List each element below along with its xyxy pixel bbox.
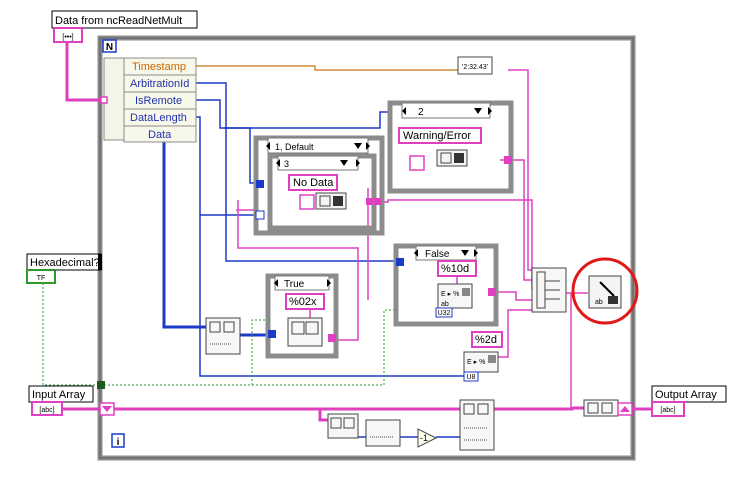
hex-format-constant[interactable]: %02x (285, 293, 325, 310)
format-into-string-length[interactable]: E ▸ % (463, 351, 499, 373)
input-array-label: Input Array (32, 389, 86, 401)
selector-terminal-outer (256, 180, 264, 188)
u8-tag: U8 (463, 371, 479, 382)
u32-tag: U32 (435, 307, 453, 318)
field-data: Data (148, 129, 172, 141)
svg-text:U32: U32 (438, 310, 451, 317)
input-cluster-control[interactable]: Data from ncReadNetMult [•••] (51, 10, 198, 43)
svg-text:E ▸ %: E ▸ % (467, 359, 485, 366)
cluster-icon: [•••] (62, 34, 73, 41)
case-tunnel-right-1 (366, 198, 373, 205)
output-array-label: Output Array (655, 389, 717, 401)
remote-tunnel-out (488, 288, 496, 296)
hex-tunnel-in (268, 330, 276, 338)
decrement-node[interactable]: -1 (417, 428, 438, 448)
shift-register-right[interactable] (617, 402, 633, 416)
svg-text:ab: ab (595, 299, 603, 306)
field-datalength: DataLength (130, 112, 187, 124)
timestamp-format-constant[interactable]: '2:32.43' (457, 56, 493, 75)
svg-text:-1: -1 (420, 433, 428, 443)
case-tunnel-right-2 (374, 198, 381, 205)
index-node-bottom[interactable] (365, 419, 401, 447)
case-tunnel-left (255, 210, 265, 220)
svg-text:i: i (117, 437, 120, 448)
case-selector-right: 2 (418, 107, 424, 118)
svg-text:%10d: %10d (441, 263, 469, 275)
svg-text:N: N (106, 42, 113, 53)
concat-strings-node[interactable] (299, 192, 347, 210)
svg-text:%02x: %02x (289, 296, 317, 308)
insert-array-node[interactable] (583, 399, 619, 417)
no-data-constant[interactable]: No Data (288, 174, 338, 191)
field-arbitrationid: ArbitrationId (130, 78, 189, 90)
field-timestamp: Timestamp (132, 61, 186, 73)
case-structure-hex[interactable]: True (265, 273, 339, 359)
remote-format-constant[interactable]: %10d (437, 260, 477, 277)
array-size-node[interactable] (327, 413, 359, 439)
concat-strings-node-2[interactable] (409, 149, 468, 171)
hexadecimal-label: Hexadecimal? (30, 257, 100, 269)
output-array-indicator[interactable]: Output Array [abc] (651, 385, 727, 417)
boolean-tunnel (97, 381, 105, 389)
shift-register-left[interactable] (99, 402, 115, 416)
svg-text:No Data: No Data (293, 177, 334, 189)
svg-text:Warning/Error: Warning/Error (403, 130, 471, 142)
case-selector-outer: 1, Default (275, 142, 314, 152)
boolean-icon: TF (37, 275, 46, 282)
for-loop[interactable] (97, 35, 636, 461)
case-selector-hex: True (284, 279, 305, 290)
case-structure-right[interactable]: 2 (387, 100, 514, 194)
field-isremote: IsRemote (135, 95, 182, 107)
input-cluster-label: Data from ncReadNetMult (55, 15, 182, 27)
case-selector-inner: 3 (284, 159, 289, 169)
warning-error-constant[interactable]: Warning/Error (398, 127, 482, 144)
svg-text:U8: U8 (467, 374, 476, 381)
hex-tunnel-out (328, 334, 336, 342)
highlighted-subvi[interactable]: ab (571, 257, 639, 325)
build-array-node[interactable] (531, 267, 567, 313)
remote-selector-terminal (396, 258, 404, 266)
input-array-control[interactable]: Input Array [abc] (28, 385, 94, 416)
loop-iteration-terminal[interactable]: i (111, 433, 125, 448)
string-array-icon: [abc] (39, 407, 54, 414)
svg-text:'2:32.43': '2:32.43' (462, 64, 488, 71)
length-format-constant[interactable]: %2d (471, 331, 503, 348)
svg-text:ab: ab (441, 301, 449, 308)
hexadecimal-control[interactable]: Hexadecimal? TF (26, 253, 102, 284)
replace-subset-node[interactable] (459, 399, 495, 451)
format-into-string-remote[interactable]: E ▸ % ab (437, 283, 473, 309)
case-structure-remote[interactable]: False (393, 243, 499, 327)
svg-text:%2d: %2d (475, 334, 497, 346)
case-selector-remote: False (425, 249, 450, 260)
right-case-tunnel (504, 156, 512, 164)
unbundle-by-name[interactable]: Timestamp ArbitrationId IsRemote DataLen… (100, 57, 197, 143)
loop-count-terminal[interactable]: N (102, 39, 117, 53)
string-array-indicator-icon: [abc] (660, 407, 675, 414)
case-structure-inner[interactable]: 3 (267, 153, 377, 231)
svg-text:E ▸ %: E ▸ % (441, 291, 459, 298)
index-array-node[interactable] (205, 317, 241, 355)
highlight-circle (571, 257, 639, 325)
format-into-string-hex[interactable] (287, 317, 323, 347)
